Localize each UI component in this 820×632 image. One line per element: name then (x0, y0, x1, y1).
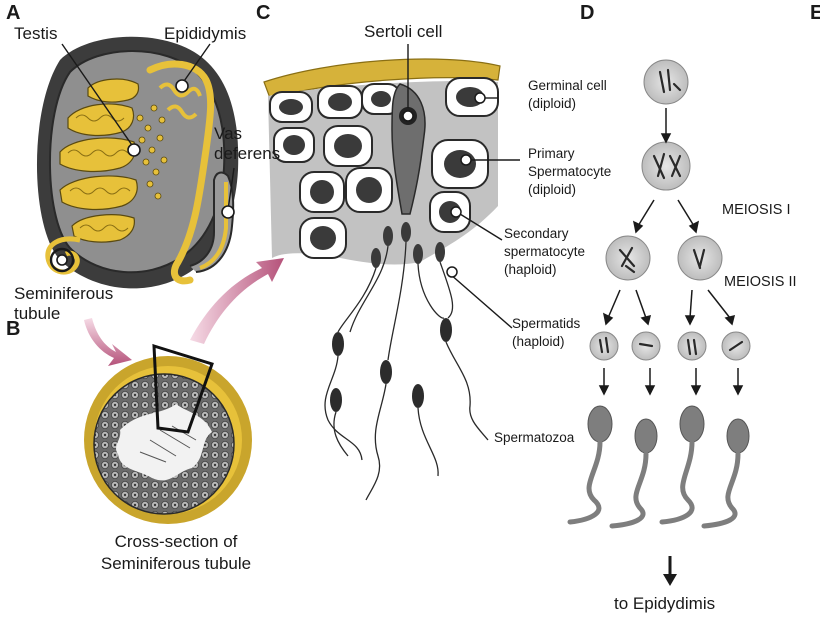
seminiferous-epithelium (263, 58, 501, 501)
label-secondary-spermatocyte-line1: Secondary (504, 226, 569, 241)
label-secondary-spermatocyte-line2: spermatocyte (504, 244, 586, 259)
label-to-epididymis: to Epidydimis (614, 594, 716, 613)
label-primary-spermatocyte-line1: Primary (528, 146, 575, 161)
panel-label-b: B (6, 318, 21, 340)
label-germinal-cell-line2: (diploid) (528, 96, 577, 111)
cross-section-illustration (84, 343, 252, 524)
label-spermatids-line1: Spermatids (512, 316, 581, 331)
label-germinal-cell-line1: Germinal cell (528, 78, 607, 93)
arrow-a-to-b (84, 318, 132, 366)
label-meiosis-1: MEIOSIS I (722, 202, 791, 218)
label-primary-spermatocyte-line2: Spermatocyte (528, 164, 612, 179)
meiosis-diagram (567, 59, 751, 586)
arrow-b-to-c (190, 258, 284, 344)
panel-c-leader-lines (407, 44, 520, 329)
label-spermatozoa: Spermatozoa (494, 430, 575, 445)
panel-label-e: E (810, 2, 820, 24)
label-cross-section-line2: Seminiferous tubule (100, 554, 252, 573)
panel-a-markers (49, 79, 235, 273)
panel-label-a: A (6, 2, 21, 24)
panel-c-markers (402, 92, 486, 278)
label-seminiferous-line2: tubule (14, 304, 61, 323)
label-secondary-spermatocyte-line3: (haploid) (504, 262, 557, 277)
label-cross-section-line1: Cross-section of (114, 532, 238, 551)
label-epididymis: Epididymis (164, 24, 247, 43)
panel-label-d: D (580, 2, 595, 24)
label-testis: Testis (14, 24, 58, 43)
label-meiosis-2: MEIOSIS II (724, 274, 797, 290)
label-seminiferous-line1: Seminiferous (14, 284, 114, 303)
label-sertoli-cell: Sertoli cell (364, 22, 443, 41)
label-primary-spermatocyte-line3: (diploid) (528, 182, 577, 197)
panel-a-leader-lines (61, 43, 235, 211)
panel-label-c: C (256, 2, 271, 24)
label-vas-deferens-line1: Vas (214, 124, 243, 143)
testis-illustration (36, 36, 239, 289)
label-spermatids-line2: (haploid) (512, 334, 565, 349)
label-vas-deferens-line2: deferens (214, 144, 281, 163)
